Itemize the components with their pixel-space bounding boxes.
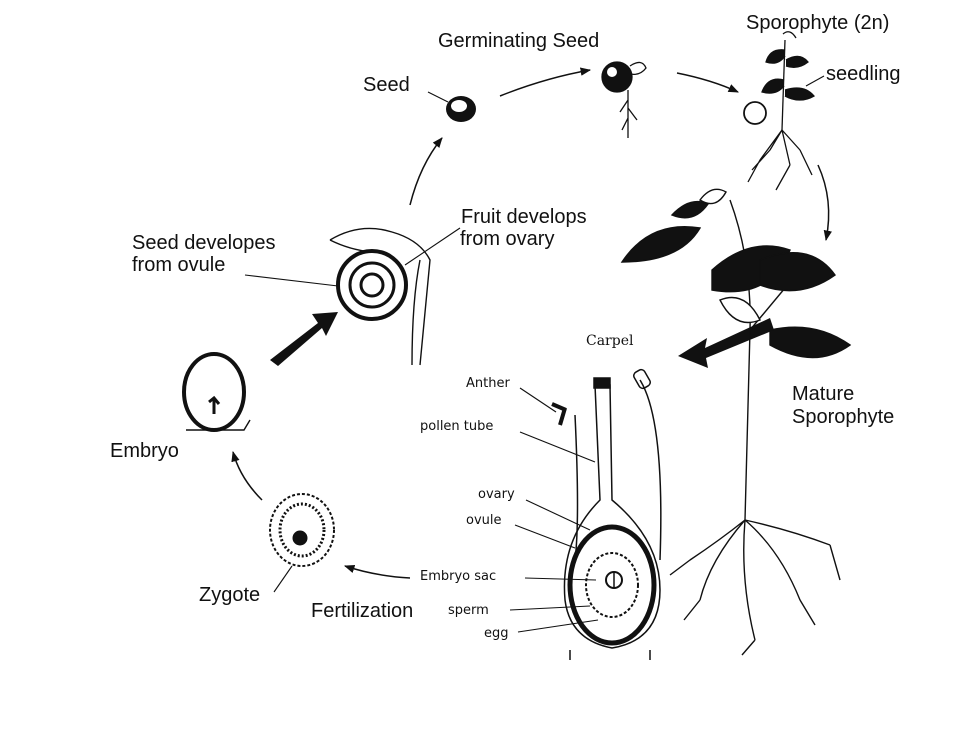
fruit-drawing bbox=[329, 227, 431, 366]
label-germinating-seed: Germinating Seed bbox=[438, 30, 600, 52]
germinating-seed-drawing bbox=[601, 61, 647, 138]
label-embryo: Embryo bbox=[110, 440, 179, 462]
label-zygote: Zygote bbox=[199, 584, 261, 606]
bold-arrow-mature-to-carpel bbox=[678, 318, 774, 368]
cycle-arrows bbox=[231, 67, 832, 579]
label-mature-line2: Sporophyte bbox=[792, 406, 895, 428]
arrow-seedling-to-mature bbox=[817, 164, 832, 242]
arrow-seed-to-germinating bbox=[499, 67, 592, 97]
seed-drawing bbox=[446, 96, 476, 122]
zygote-drawing bbox=[269, 493, 335, 567]
label-sporophyte: Sporophyte (2n) bbox=[746, 12, 890, 34]
label-ovule: ovule bbox=[466, 513, 502, 528]
label-seed-develops-line1: Seed developes bbox=[132, 232, 276, 254]
label-egg: egg bbox=[484, 626, 509, 641]
label-embryo-sac: Embryo sac bbox=[420, 569, 497, 584]
embryo-drawing bbox=[182, 352, 251, 432]
label-anther: Anther bbox=[466, 376, 510, 391]
carpel-drawing bbox=[551, 368, 662, 660]
label-seedling: seedling bbox=[826, 63, 901, 85]
arrow-fruit-to-seed bbox=[409, 137, 443, 206]
mature-sporophyte-drawing bbox=[620, 188, 852, 656]
label-seed-develops-line2: from ovule bbox=[132, 254, 226, 276]
label-seed: Seed bbox=[363, 74, 410, 96]
label-fruit-line2: from ovary bbox=[460, 228, 555, 250]
label-fruit-line1: Fruit develops bbox=[461, 206, 587, 228]
arrow-fertilization-to-zygote bbox=[344, 565, 411, 579]
label-sperm: sperm bbox=[448, 603, 489, 618]
label-fertilization: Fertilization bbox=[311, 600, 414, 622]
leader-lines bbox=[244, 75, 825, 633]
arrow-zygote-to-embryo bbox=[231, 450, 263, 501]
label-pollen-tube: pollen tube bbox=[420, 419, 494, 434]
bold-arrow-embryo-to-seed bbox=[270, 312, 338, 366]
label-mature-line1: Mature bbox=[792, 383, 855, 405]
label-ovary: ovary bbox=[478, 487, 515, 502]
label-carpel: Carpel bbox=[586, 333, 634, 349]
arrow-germinating-to-seedling bbox=[676, 72, 739, 93]
seedling-drawing bbox=[743, 31, 815, 191]
